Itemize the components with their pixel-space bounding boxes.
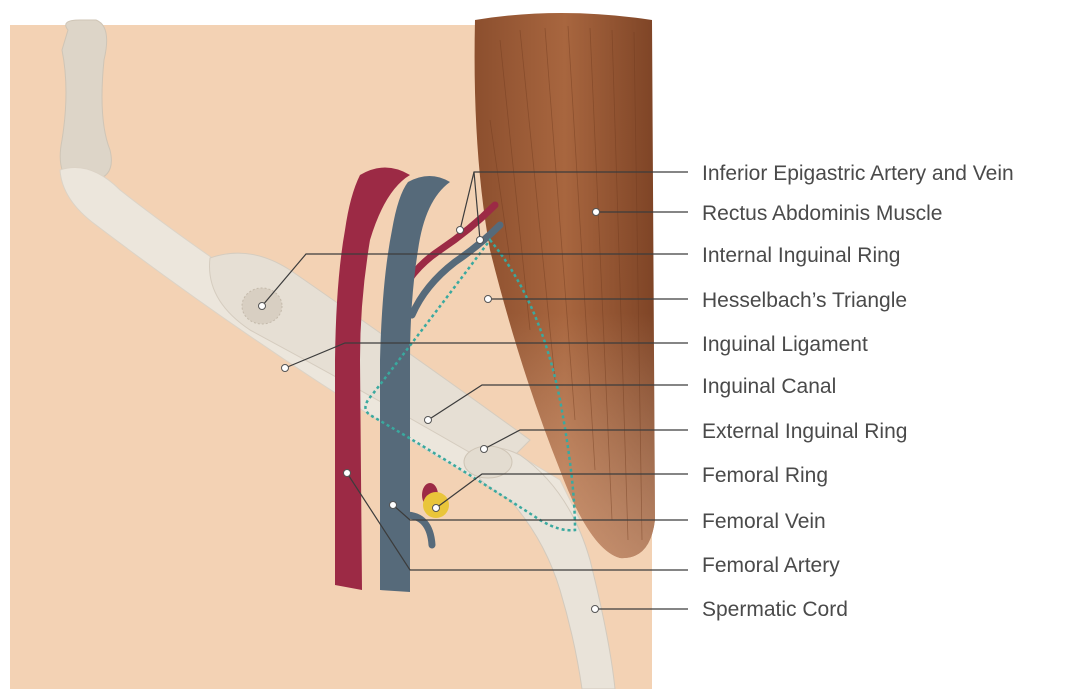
dot-inferior-epigastric-artery xyxy=(457,227,464,234)
dot-rectus-abdominis xyxy=(593,209,600,216)
label-rectus-abdominis: Rectus Abdominis Muscle xyxy=(702,202,942,225)
dot-hesselbach xyxy=(485,296,492,303)
dot-femoral-vein xyxy=(390,502,397,509)
label-inferior-epigastric: Inferior Epigastric Artery and Vein xyxy=(702,162,1014,185)
dot-spermatic-cord xyxy=(592,606,599,613)
label-spermatic-cord: Spermatic Cord xyxy=(702,598,848,621)
label-inguinal-canal: Inguinal Canal xyxy=(702,375,836,398)
dot-inguinal-ligament xyxy=(282,365,289,372)
label-external-inguinal-ring: External Inguinal Ring xyxy=(702,420,907,443)
label-femoral-vein: Femoral Vein xyxy=(702,510,826,533)
label-hesselbachs-triangle: Hesselbach’s Triangle xyxy=(702,289,907,312)
dot-inferior-epigastric-vein xyxy=(477,237,484,244)
label-femoral-ring: Femoral Ring xyxy=(702,464,828,487)
dot-femoral-artery xyxy=(344,470,351,477)
dot-external-ring xyxy=(481,446,488,453)
label-internal-inguinal-ring: Internal Inguinal Ring xyxy=(702,244,900,267)
dot-femoral-ring xyxy=(433,505,440,512)
dot-internal-ring xyxy=(259,303,266,310)
dot-inguinal-canal xyxy=(425,417,432,424)
labels: Inferior Epigastric Artery and Vein Rect… xyxy=(702,162,1014,621)
external-inguinal-ring-shape xyxy=(464,446,512,478)
label-femoral-artery: Femoral Artery xyxy=(702,554,840,577)
label-inguinal-ligament: Inguinal Ligament xyxy=(702,333,868,356)
